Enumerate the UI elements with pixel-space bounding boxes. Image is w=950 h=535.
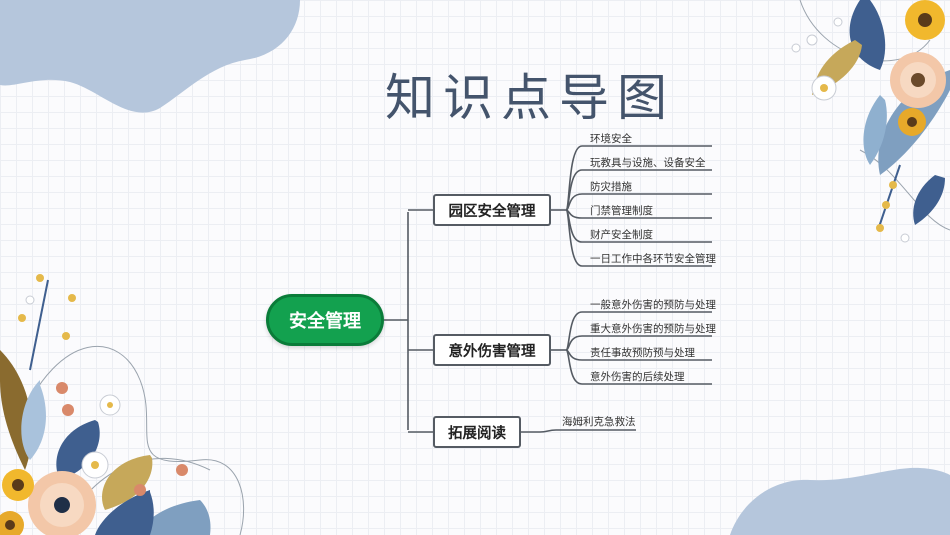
page-title: 知识点导图 <box>385 69 675 127</box>
branch-node-extended-reading: 拓展阅读 <box>433 416 521 448</box>
leaf-shape <box>21 380 46 460</box>
leaf-label: 门禁管理制度 <box>590 205 653 217</box>
white-flower <box>99 394 121 416</box>
berry <box>18 314 26 322</box>
white-flower <box>811 75 837 101</box>
branch-node-accident-injury: 意外伤害管理 <box>433 334 551 366</box>
leaf-label: 意外伤害的后续处理 <box>590 371 685 383</box>
leaf-label: 防灾措施 <box>590 181 632 193</box>
leaf-label: 玩教具与设施、设备安全 <box>590 157 706 169</box>
pink-bud <box>134 484 146 496</box>
leaf-label: 一般意外伤害的预防与处理 <box>590 299 716 311</box>
bud <box>791 43 801 53</box>
berry <box>882 201 890 209</box>
top-left-blob <box>0 0 300 113</box>
floral-cluster-bottom-left <box>0 274 211 535</box>
connector-leaf <box>521 429 636 433</box>
leaf-shape <box>95 490 154 535</box>
yellow-flower <box>905 0 945 40</box>
berry <box>36 274 44 282</box>
berry <box>876 224 884 232</box>
berry <box>900 233 910 243</box>
peach-flower <box>28 471 96 535</box>
berry <box>25 295 35 305</box>
leaf-label: 重大意外伤害的预防与处理 <box>590 323 716 335</box>
branch-node-campus-safety: 园区安全管理 <box>433 194 551 226</box>
yellow-flower <box>898 108 926 136</box>
yellow-flower <box>2 469 34 501</box>
yellow-flower <box>0 511 24 535</box>
leaf-label: 海姆利克急救法 <box>562 416 636 428</box>
swirl-line <box>19 346 245 535</box>
bottom-right-blob <box>730 467 950 535</box>
floral-cluster-top-right <box>791 0 950 243</box>
leaf-shape <box>140 500 211 535</box>
white-flower <box>81 451 109 479</box>
leaf-label: 财产安全制度 <box>590 229 653 241</box>
berry <box>68 294 76 302</box>
bud <box>806 34 818 46</box>
leaf-shape <box>56 420 100 480</box>
connector-leaf <box>565 209 712 267</box>
bud <box>833 17 843 27</box>
berry <box>889 181 897 189</box>
berry <box>62 332 70 340</box>
pink-bud <box>62 404 74 416</box>
peach-flower <box>890 52 946 108</box>
sprig-stem <box>29 279 49 371</box>
leaf-label: 环境安全 <box>590 133 632 145</box>
leaf-shape <box>102 455 153 510</box>
mindmap-root-node: 安全管理 <box>266 294 384 346</box>
connector-leaf <box>565 349 712 385</box>
sprig-stem <box>877 164 901 231</box>
pink-bud <box>56 382 68 394</box>
leaf-shape <box>913 175 945 225</box>
leaf-label: 责任事故预防预与处理 <box>590 347 695 359</box>
leaf-label: 一日工作中各环节安全管理 <box>590 253 716 265</box>
leaf-shape <box>863 95 887 165</box>
pink-bud <box>176 464 188 476</box>
